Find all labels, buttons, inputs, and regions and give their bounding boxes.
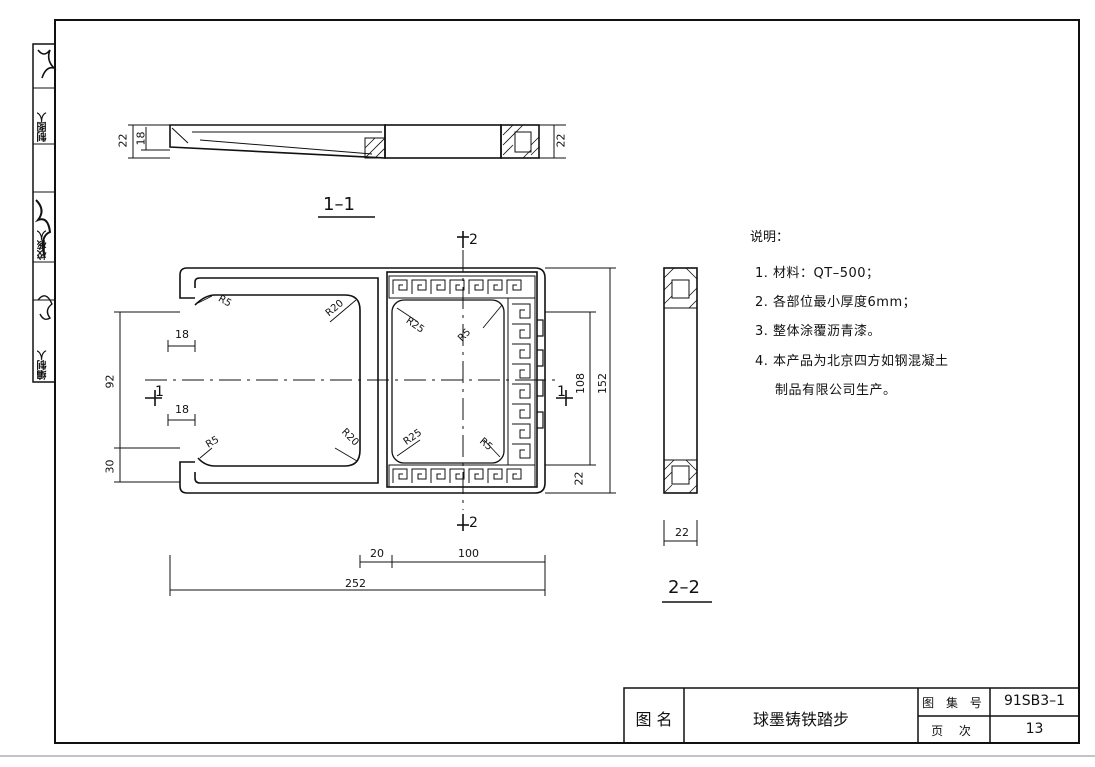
atlas-number: 91SB3–1: [1003, 693, 1066, 709]
section-label-2-2: 2–2: [668, 577, 700, 598]
role-label-checker: 校核人: [38, 230, 49, 260]
note-item: 3. 整体涂覆沥青漆。: [755, 324, 882, 339]
dim-left-30: 30: [103, 459, 117, 474]
notes-title: 说明：: [750, 230, 790, 245]
dim-right-108: 108: [574, 373, 587, 394]
dim-bottom-20: 20: [370, 547, 384, 560]
plan-dimension-lines: [114, 267, 616, 596]
dim-s11-right-22: 22: [554, 133, 568, 148]
section-2-2-drawing: [663, 267, 698, 494]
section-1-1-dims: [128, 124, 566, 159]
dim-gap-bottom: 18: [175, 403, 189, 416]
dim-s22-width-22: 22: [675, 526, 689, 539]
signature-mark: [34, 199, 52, 255]
section-1-1-drawing: [169, 124, 540, 159]
section-cut-marks: [145, 231, 573, 531]
title-label-atlas: 图 集 号: [922, 696, 986, 710]
signature-mark: [37, 295, 53, 321]
dim-s11-left-22: 22: [116, 133, 130, 148]
cut-mark-right-number: 1: [557, 384, 566, 400]
dim-s11-left-18: 18: [134, 131, 148, 146]
dim-right-22: 22: [572, 471, 586, 486]
drawing-frame: [54, 19, 1080, 744]
note-item: 2. 各部位最小厚度6mm；: [755, 295, 917, 310]
dim-right-152: 152: [596, 373, 609, 394]
dim-bottom-100: 100: [458, 547, 479, 560]
dim-bottom-252: 252: [345, 577, 366, 590]
section-2-2-dims: [663, 520, 698, 546]
title-block-grid: [623, 687, 1080, 744]
note-item: 制品有限公司生产。: [775, 383, 897, 398]
signature-mark: [37, 49, 57, 79]
cut-mark-left-number: 1: [155, 384, 164, 400]
dim-left-92: 92: [103, 374, 117, 389]
cut-mark-top-number: 2: [469, 232, 478, 248]
center-lines: [145, 250, 555, 510]
note-item: 1. 材料：QT–500；: [755, 266, 880, 281]
title-label-name: 图 名: [635, 710, 673, 729]
title-label-page: 页 次: [931, 724, 977, 738]
dim-gap-top: 18: [175, 328, 189, 341]
page-number: 13: [1025, 721, 1044, 737]
cut-mark-bottom-number: 2: [469, 515, 478, 531]
role-label-author: 编制人: [38, 350, 49, 380]
signature-strip: [32, 43, 57, 383]
role-label-drafter: 制图人: [38, 112, 49, 142]
greek-key-pattern: [388, 275, 536, 488]
drawing-name: 球墨铸铁踏步: [752, 710, 849, 729]
radius-leaders: [197, 295, 503, 462]
note-item: 4. 本产品为北京四方如钢混凝土: [755, 354, 949, 369]
section-label-1-1: 1–1: [323, 194, 355, 215]
